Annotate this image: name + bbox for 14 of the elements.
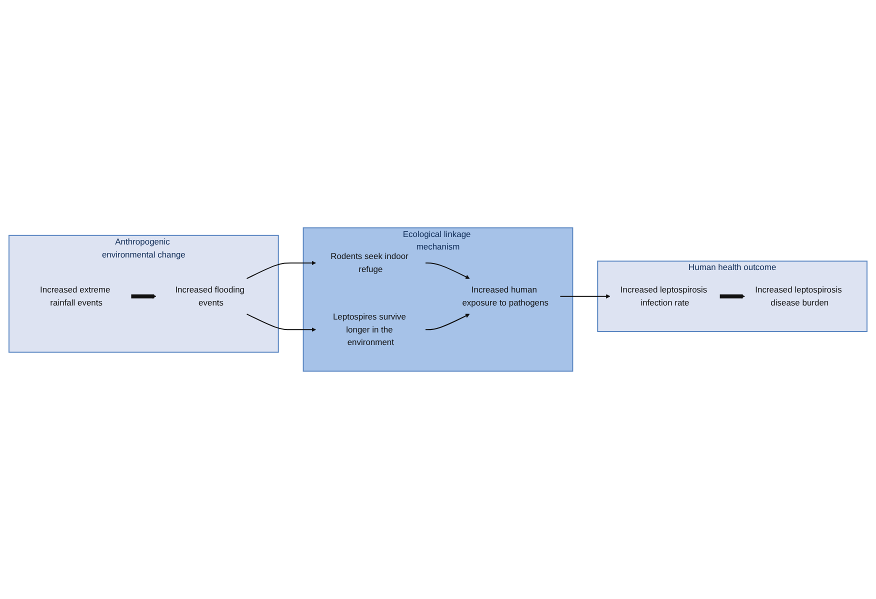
node-text: Leptospires survive longer in the environment bbox=[332, 312, 406, 348]
node-text: Increased leptospirosis infection rate bbox=[620, 285, 708, 308]
arrow bbox=[720, 294, 745, 299]
arrow bbox=[246, 314, 316, 332]
arrow bbox=[131, 294, 156, 299]
arrow bbox=[560, 294, 610, 299]
node-text: Increased human exposure to pathogens bbox=[462, 285, 548, 308]
node-text: Increased flooding events bbox=[175, 285, 244, 308]
node-text: Rodents seek indoor refuge bbox=[330, 252, 408, 274]
node-text: Increased extreme rainfall events bbox=[40, 285, 110, 308]
arrow bbox=[246, 260, 316, 280]
arrow bbox=[425, 262, 470, 279]
node-text: Increased leptospirosis disease burden bbox=[755, 285, 842, 308]
arrow bbox=[425, 314, 470, 330]
